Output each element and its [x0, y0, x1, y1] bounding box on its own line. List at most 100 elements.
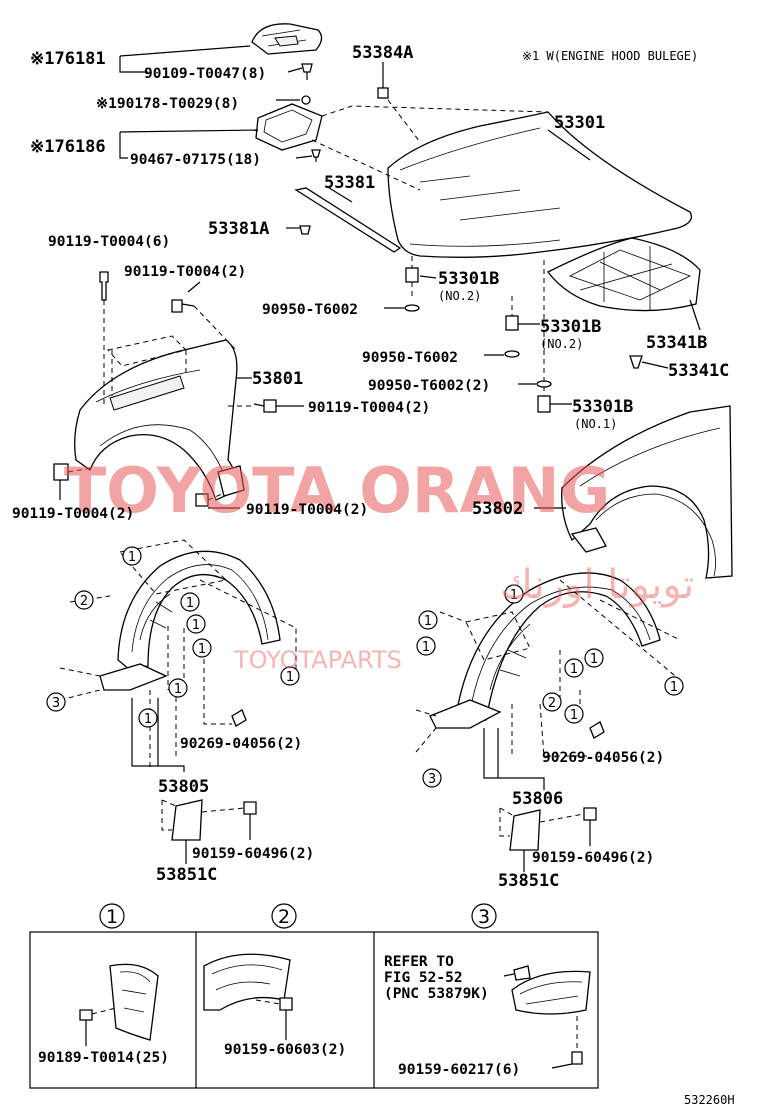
- bolt-90119-d-icon: [53, 463, 69, 481]
- left-fender-liner: [117, 550, 281, 671]
- label-90119-t0004-d: 90119-T0004(2): [12, 506, 134, 522]
- hood-bulge-group: [119, 23, 323, 162]
- mudguard-53851c-b: [509, 809, 541, 851]
- clip-90269-a-icon: [231, 709, 247, 727]
- label-53301b-top: 53301B: [438, 269, 499, 289]
- detail-marker-2: 2: [271, 903, 297, 929]
- cushion-53301b-2-icon: [505, 315, 519, 331]
- label-90189-t0014: 90189-T0014(25): [38, 1050, 169, 1066]
- label-90119-t0004-6: 90119-T0004(6): [48, 234, 170, 250]
- bolt-90159-a-icon: [243, 801, 257, 815]
- label-53381a: 53381A: [208, 219, 269, 239]
- refer-line-2: FIG 52-52: [384, 970, 463, 986]
- svg-text:2: 2: [548, 696, 556, 711]
- label-90467-07175: 90467-07175(18): [130, 152, 261, 168]
- svg-text:1: 1: [128, 550, 136, 565]
- bolt-90119-e-icon: [195, 493, 209, 507]
- svg-text:3: 3: [478, 906, 490, 928]
- label-90159-60217: 90159-60217(6): [398, 1062, 520, 1078]
- label-no2-mid: (NO.2): [540, 337, 583, 351]
- marker-1: 1: [186, 614, 206, 634]
- label-90119-t0004-b: 90119-T0004(2): [124, 264, 246, 280]
- mudguard-53851c-a: [171, 799, 203, 841]
- label-90109-t0047: 90109-T0047(8): [144, 66, 266, 82]
- label-176186: ※176186: [30, 137, 106, 157]
- watermark: TOYOTA ORANG تويوتا اورنك TOYOTAPARTS: [64, 454, 694, 674]
- left-liner-group: [59, 539, 297, 864]
- label-90159-60496-b: 90159-60496(2): [532, 850, 654, 866]
- svg-text:3: 3: [428, 772, 436, 787]
- label-53384a: 53384A: [352, 43, 413, 63]
- svg-text:1: 1: [510, 588, 518, 603]
- svg-text:1: 1: [144, 712, 152, 727]
- marker-1: 1: [416, 636, 436, 656]
- marker-1: 1: [138, 708, 158, 728]
- svg-text:2: 2: [80, 594, 88, 609]
- label-53806: 53806: [512, 789, 563, 809]
- label-90269-04056-b: 90269-04056(2): [542, 750, 664, 766]
- label-53341b: 53341B: [646, 333, 707, 353]
- detail-marker-3: 3: [471, 903, 497, 929]
- marker-2: 2: [74, 590, 94, 610]
- figure-number: 532260H: [684, 1093, 735, 1107]
- watermark-main: TOYOTA ORANG: [64, 454, 610, 527]
- detail-marker-1: 1: [99, 903, 125, 929]
- hood-seal-part: [294, 187, 402, 253]
- clip-icon: [301, 63, 313, 73]
- label-53341c: 53341C: [668, 361, 729, 381]
- cushion-53301b-1-icon: [405, 267, 419, 283]
- label-53301b-bottom: 53301B: [572, 397, 633, 417]
- marker-1: 1: [168, 678, 188, 698]
- detail-table: [29, 931, 599, 1089]
- nut-icon: [301, 95, 311, 105]
- label-90950-t6002-2: 90950-T6002(2): [368, 378, 490, 394]
- label-53301b-mid: 53301B: [540, 317, 601, 337]
- svg-text:1: 1: [192, 618, 200, 633]
- refer-line-3: (PNC 53879K): [384, 986, 489, 1002]
- label-53805: 53805: [158, 777, 209, 797]
- marker-1: 1: [280, 666, 300, 686]
- svg-text:1: 1: [286, 670, 294, 685]
- label-90119-t0004-e: 90119-T0004(2): [246, 502, 368, 518]
- position-markers: 1 1 1 1 1 1 1 2 3 1 1 1 1 1 1 1 2 3 1 2 …: [46, 546, 684, 929]
- hood-bulge-base-part: [255, 103, 323, 151]
- clip-90269-b-icon: [589, 721, 605, 739]
- label-no1: (NO.1): [574, 417, 617, 431]
- refer-line-1: REFER TO: [384, 954, 454, 970]
- hood-insulator: [547, 237, 701, 312]
- label-53851c-a: 53851C: [156, 865, 217, 885]
- label-90159-60603: 90159-60603(2): [224, 1042, 346, 1058]
- label-53381: 53381: [324, 173, 375, 193]
- label-176181: ※176181: [30, 49, 106, 69]
- detail-frame: [29, 931, 599, 1089]
- svg-text:1: 1: [186, 596, 194, 611]
- marker-1: 1: [192, 638, 212, 658]
- note-engine-hood-bulge: ※1 W(ENGINE HOOD BULEGE): [522, 49, 698, 63]
- marker-3: 3: [46, 692, 66, 712]
- bolt-90159-b-icon: [583, 807, 597, 821]
- svg-text:1: 1: [670, 680, 678, 695]
- svg-text:1: 1: [424, 614, 432, 629]
- marker-1: 1: [504, 584, 524, 604]
- bolt-90119-c-icon: [253, 399, 277, 413]
- part-labels: ※176181 90109-T0047(8) ※190178-T0029(8) …: [12, 43, 735, 1107]
- label-190178-t0029: ※190178-T0029(8): [96, 96, 239, 112]
- label-53802: 53802: [472, 499, 523, 519]
- hood-group: [286, 62, 701, 413]
- svg-text:1: 1: [174, 682, 182, 697]
- label-90119-t0004-c: 90119-T0004(2): [308, 400, 430, 416]
- clip-53384a-icon: [377, 87, 389, 99]
- label-53851c-b: 53851C: [498, 871, 559, 891]
- watermark-parts: TOYOTAPARTS: [233, 646, 402, 674]
- svg-text:1: 1: [422, 640, 430, 655]
- svg-text:1: 1: [106, 906, 118, 928]
- label-53301: 53301: [554, 113, 605, 133]
- svg-text:1: 1: [590, 652, 598, 667]
- marker-1: 1: [584, 648, 604, 668]
- bolt-90119-b-icon: [171, 299, 195, 313]
- clip-53341c-icon: [629, 355, 643, 369]
- marker-1: 1: [180, 592, 200, 612]
- label-90159-60496-a: 90159-60496(2): [192, 846, 314, 862]
- marker-3: 3: [422, 768, 442, 788]
